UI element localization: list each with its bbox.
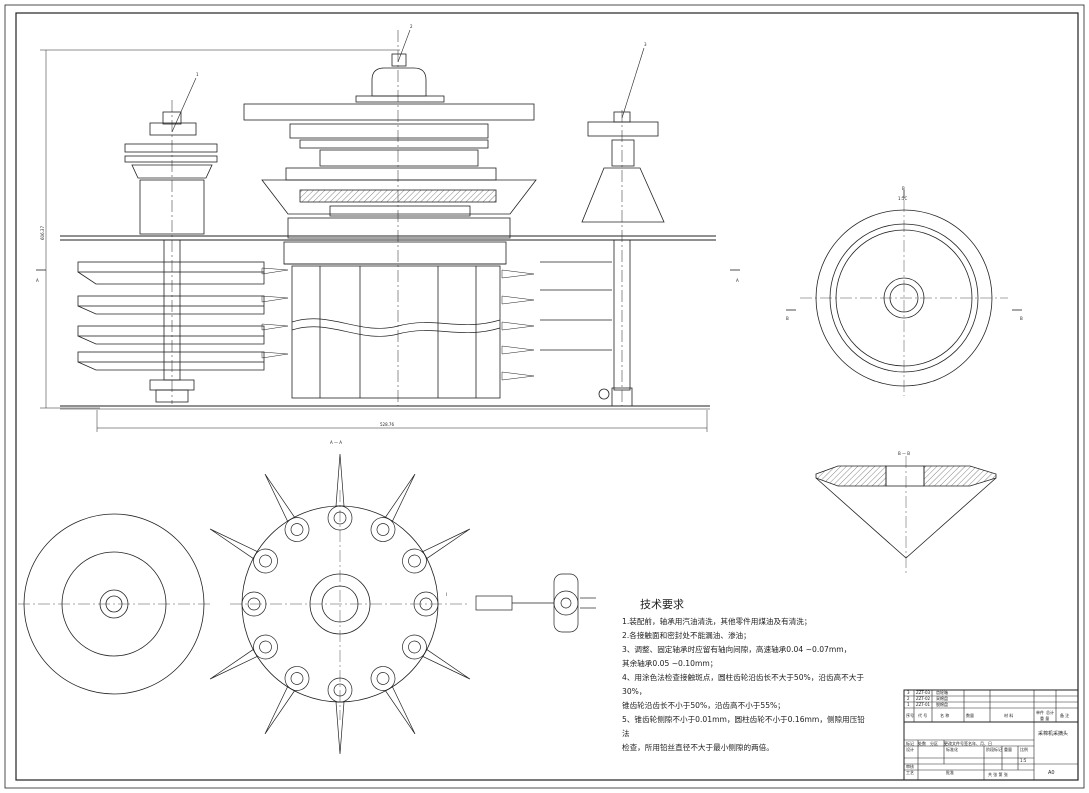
callout-leaders [171, 29, 645, 133]
section-b-scale: 1:5C [898, 196, 907, 201]
tech-line-7: 锥齿轮沿齿长不小于50%，沿齿高不小于55%； [622, 700, 785, 710]
tb-row2-no: 2 [907, 696, 910, 701]
tb-rev-6: 年、月、日 [972, 740, 992, 746]
tb-scale-label: 比例 [1020, 746, 1028, 752]
tech-title: 技术要求 [640, 598, 684, 611]
tb-rev-5: 签名 [964, 740, 972, 746]
tech-line-9: 法 [622, 728, 630, 738]
tb-row3-no: 3 [907, 690, 910, 695]
tech-line-3: 3、调整、固定轴承时应留有轴向间隙，高速轴承0.04 ~0.07mm， [622, 644, 851, 654]
tb-rev-4: 更改文件号 [944, 740, 964, 746]
tb-scale: 1:5 [1020, 758, 1027, 763]
tb-rev-1: 标记 [906, 740, 914, 746]
right-column [540, 110, 665, 407]
tb-row1-no: 1 [907, 702, 910, 707]
tech-line-10: 检查，所用铅丝直径不大于最小侧隙的两倍。 [622, 742, 774, 752]
tb-design: 设计 [906, 746, 914, 752]
i-mark: I [446, 592, 447, 597]
tb-approve: 批准 [946, 769, 954, 775]
aa-view-disc [18, 513, 210, 695]
tech-line-1: 1.装配前，轴承用汽油清洗，其他零件用煤油及有清洗； [622, 616, 812, 626]
tb-std: 标准化 [946, 746, 958, 752]
title-block [903, 689, 1079, 781]
section-bb-label: B — B [898, 451, 910, 456]
tech-line-4: 其余轴承0.05 ~0.10mm； [622, 658, 717, 668]
section-a-left: A [36, 278, 39, 283]
technical-requirements: 技术要求 1.装配前，轴承用汽油清洗，其他零件用煤油及有清洗； 2.各接触面和密… [622, 598, 865, 752]
tb-stage: 阶段标记 [986, 746, 1002, 752]
tb-drawing-name: 采棉机采摘头 [1038, 730, 1068, 737]
main-elevation-view [36, 30, 740, 432]
section-b-left: B [786, 316, 789, 321]
tb-row2-code: ZZT-02 [916, 696, 931, 701]
section-b-right: B [1020, 316, 1023, 321]
circular-view-b [786, 190, 1022, 396]
callout-1: 1 [196, 72, 199, 77]
tb-hdr-remark: 备 注 [1060, 712, 1069, 718]
tb-row3-name: 齿轮箱 [936, 689, 948, 695]
tb-sheets: 共 张 第 张 [988, 771, 1008, 777]
aa-view-spindles [209, 453, 596, 755]
tb-craft: 工艺 [906, 770, 914, 775]
tb-rev-3: 分区 [930, 740, 938, 746]
tb-sheet-size: A0 [1048, 770, 1055, 776]
tb-hdr-code: 代 号 [918, 712, 927, 718]
section-b-b [815, 456, 997, 574]
tb-hdr-mat: 材 料 [1004, 712, 1013, 718]
tb-rev-2: 处数 [918, 740, 926, 746]
callout-3: 3 [644, 42, 647, 47]
tb-row2-name: 采棉盘 [936, 695, 948, 701]
tb-hdr-seq: 序号 [906, 712, 914, 718]
tech-line-2: 2.各接触面和密封处不能漏油、渗油； [622, 630, 751, 640]
tb-weight: 重量 [1004, 746, 1012, 752]
width-dimension: 528.76 [380, 422, 394, 427]
section-b-top: B [902, 186, 905, 191]
tech-line-6: 30%， [622, 687, 646, 696]
tb-hdr-qty: 数量 [966, 712, 974, 718]
callout-2: 2 [410, 24, 413, 29]
tb-check: 审核 [906, 763, 914, 769]
drawing-frame [4, 4, 1085, 789]
tb-row3-code: ZZT-03 [916, 690, 931, 695]
section-a-right: A [736, 278, 739, 283]
title-block-text: 3 ZZT-03 齿轮箱 2 ZZT-02 采棉盘 1 ZZT-01 脱棉盘 序… [906, 689, 1069, 777]
tb-row1-code: ZZT-01 [916, 702, 931, 707]
tb-row1-name: 脱棉盘 [936, 701, 948, 707]
tech-line-8: 5、锥齿轮侧隙不小于0.01mm，圆柱齿轮不小于0.16mm，侧隙用压铅 [622, 714, 865, 724]
tb-hdr-w1: 单件 [1036, 709, 1044, 715]
height-dimension: 606.37 [40, 226, 45, 240]
tb-hdr-name: 名 称 [940, 712, 949, 718]
left-disc-stack [77, 261, 265, 403]
section-aa-label: A — A [330, 440, 342, 445]
center-gearbox [243, 30, 537, 406]
tb-hdr-weight: 重 量 [1040, 715, 1049, 721]
tech-line-5: 4、用涂色法检查接触斑点，圆柱齿轮沿齿长不大于50%，沿齿高不大于 [622, 672, 864, 682]
tb-hdr-w2: 总计 [1046, 709, 1054, 715]
